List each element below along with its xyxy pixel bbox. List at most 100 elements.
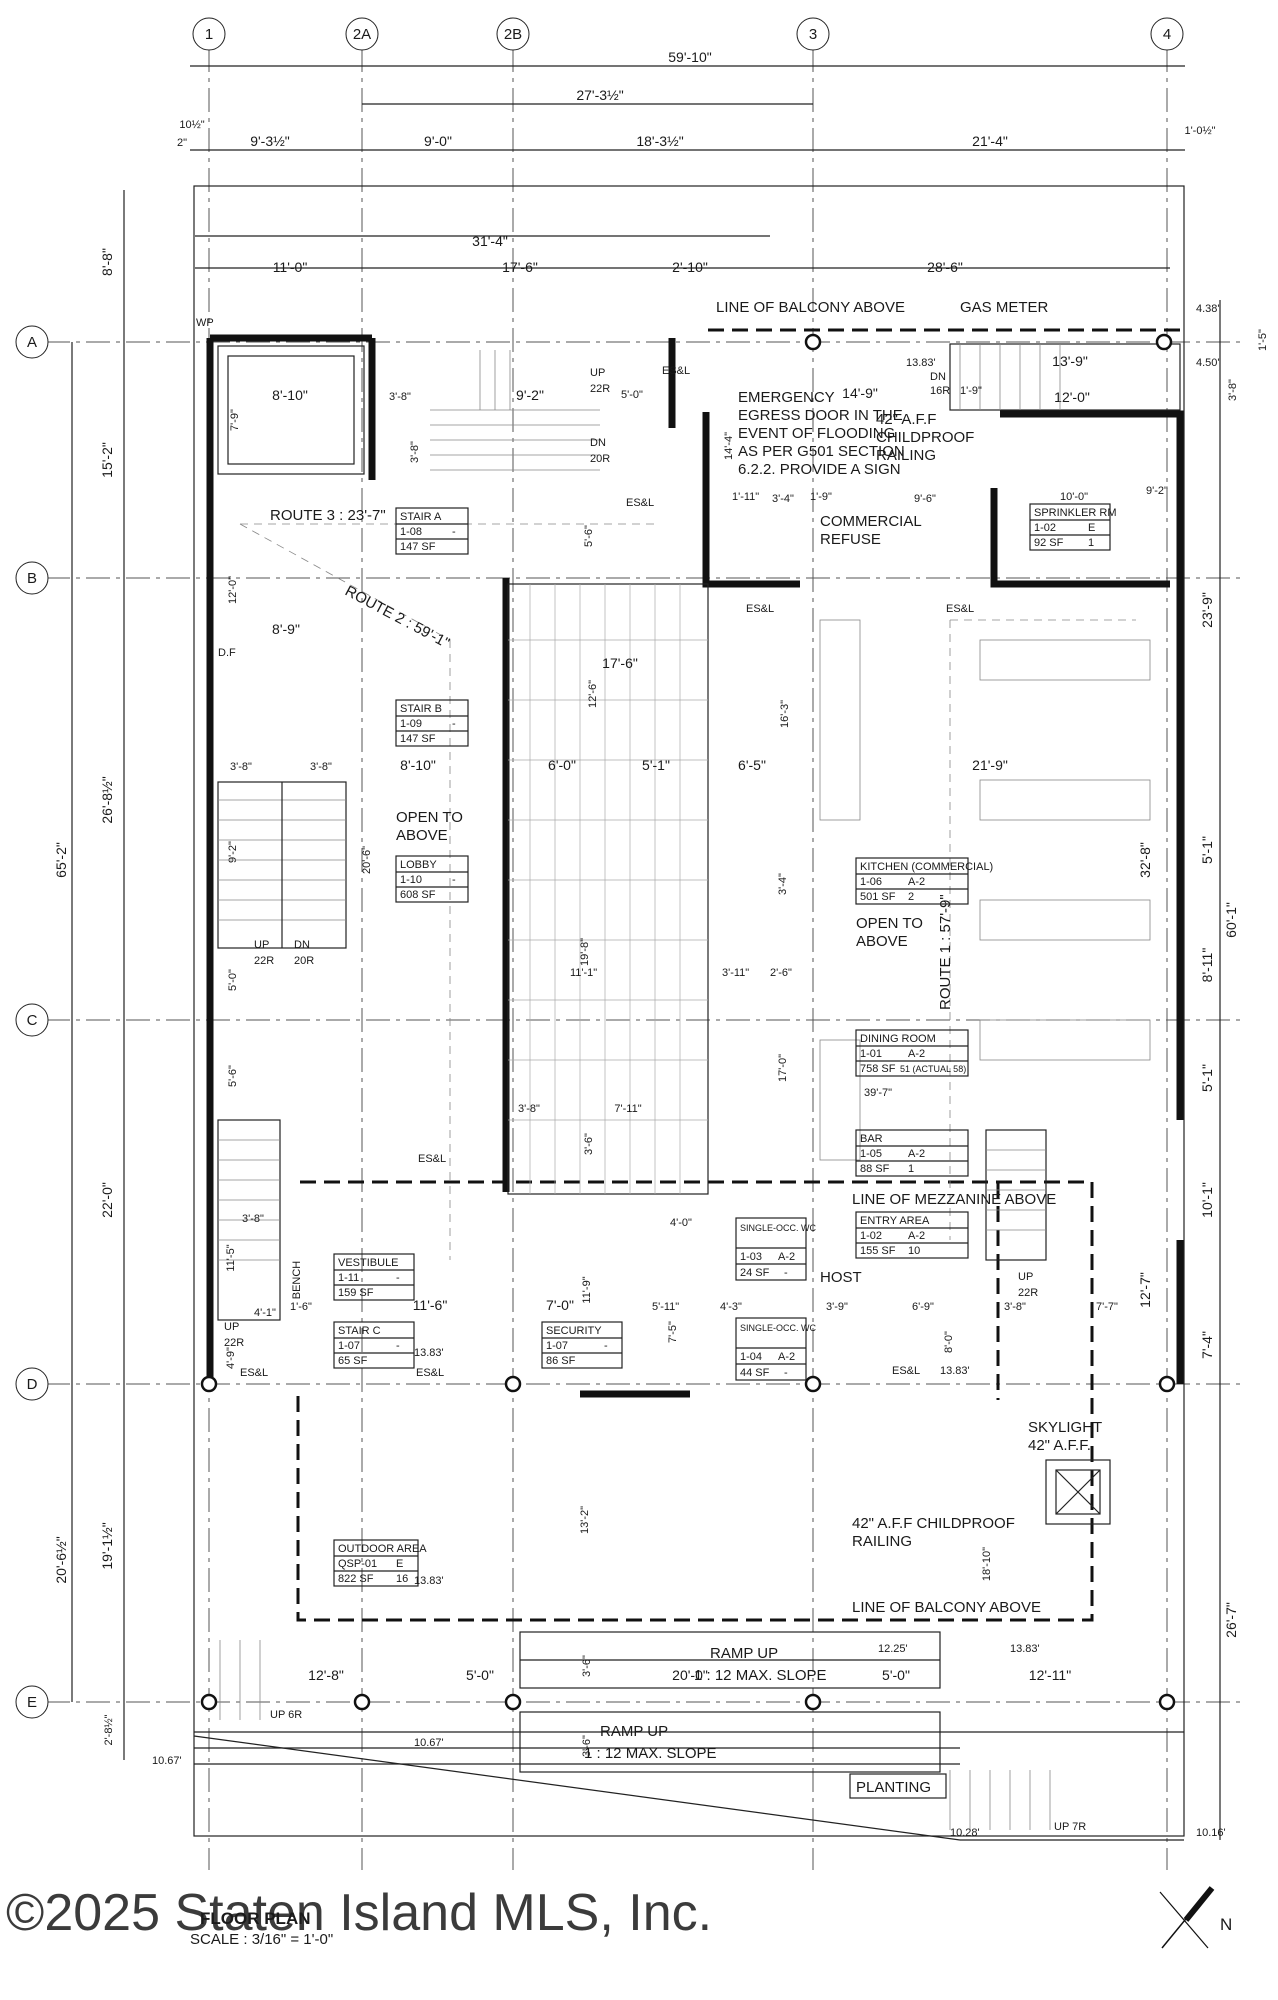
dim-11-5: 11'-5"	[225, 1244, 237, 1271]
up6r-label: UP 6R	[270, 1709, 302, 1721]
dim-3-8b: 3'-8"	[409, 441, 421, 463]
grid-col-3: 3	[809, 26, 817, 43]
entry-name: ENTRY AREA	[860, 1215, 930, 1227]
planting-label: PLANTING	[856, 1779, 931, 1796]
building-outline	[193, 185, 1185, 1841]
esl-7: ES&L	[416, 1367, 444, 1379]
row-grid: A B C D E	[15, 325, 1240, 1719]
dn-label-b: DN	[930, 371, 946, 383]
r16-label: 16R	[930, 385, 950, 397]
dim-2-6: 2'-6"	[770, 967, 792, 979]
outdoor-group: E	[396, 1558, 403, 1570]
dim-8-0: 8'-0"	[943, 1331, 955, 1353]
dim-6-0: 6'-0"	[548, 757, 576, 773]
open-above-2a: OPEN TO	[856, 915, 923, 932]
dim-top-seg1: 9'-3½"	[250, 133, 290, 149]
dim-5-0b: 5'-0"	[227, 969, 239, 991]
dim-7-11: 7'-11"	[614, 1103, 641, 1115]
dim-12-6: 12'-6"	[587, 680, 599, 708]
room-tag-stair-c: STAIR C 1-07 65 SF -	[333, 1321, 415, 1369]
railing-top-2: CHILDPROOF	[876, 429, 974, 446]
dim-3-8g: 3'-8"	[1004, 1301, 1026, 1313]
dim-12-8: 12'-8"	[308, 1667, 344, 1683]
lobby-name: LOBBY	[400, 859, 437, 871]
r22-label-a: 22R	[590, 383, 610, 395]
elev-10-67-b: 10.67'	[152, 1755, 182, 1767]
dim-8-9: 8'-9"	[272, 621, 300, 637]
dim-14-4: 14'-4"	[723, 432, 735, 460]
dining-id: 1-01	[860, 1048, 882, 1060]
outdoor-name: OUTDOOR AREA	[338, 1543, 427, 1555]
lobby-occ: -	[452, 874, 456, 886]
up-label-a: UP	[590, 367, 605, 379]
dim-right-8-11: 8'-11"	[1199, 948, 1215, 983]
skylight-1: SKYLIGHT	[1028, 1419, 1102, 1436]
dim-right-10-1: 10'-1"	[1199, 1182, 1215, 1218]
dim-16-3: 16'-3"	[779, 700, 791, 728]
grid-row-b: B	[27, 570, 37, 587]
balcony-bottom-label: LINE OF BALCONY ABOVE	[852, 1599, 1041, 1616]
dim-4-9: 4'-9"	[225, 1347, 237, 1369]
dim-right-1-5: 1'-5"	[1257, 329, 1269, 351]
security-name: SECURITY	[546, 1325, 602, 1337]
esl-2: ES&L	[626, 497, 654, 509]
dim-right-7-4: 7'-4"	[1199, 1331, 1215, 1359]
room-tag-stair-b: STAIR B 1-09 147 SF -	[395, 699, 469, 747]
sprinkler-id: 1-02	[1034, 522, 1056, 534]
grid-row-a: A	[27, 334, 37, 351]
dim-9-2b: 9'-2"	[1146, 485, 1168, 497]
elevator-stair-a: 8'-10" 7'-9" 3'-8" 9'-2" 3'-8" UP 22R DN…	[217, 345, 643, 475]
esl-5: ES&L	[240, 1367, 268, 1379]
dim-4-0: 4'-0"	[670, 1217, 692, 1229]
room-tag-dining: DINING ROOM 1-01 A-2 758 SF 51 (ACTUAL 5…	[855, 1029, 969, 1077]
dim-upper-31: 31'-4"	[472, 233, 508, 249]
dim-1-6: 1'-6"	[290, 1301, 312, 1313]
kitchen-occ: 2	[908, 891, 914, 903]
dim-5-11: 5'-11"	[652, 1301, 679, 1313]
dim-top-mid: 27'-3½"	[576, 87, 623, 103]
open-above-2b: ABOVE	[856, 933, 908, 950]
dim-5-6b: 5'-6"	[227, 1065, 239, 1087]
skylight-symbol	[1045, 1459, 1111, 1525]
dim-right-26-7: 26'-7"	[1223, 1602, 1239, 1638]
dim-top-seg2: 18'-3½"	[636, 133, 683, 149]
exterior-walls	[206, 334, 1184, 1398]
dim-top-seg3: 21'-4"	[972, 133, 1008, 149]
wc2-group: A-2	[778, 1351, 795, 1363]
dim-3-6c: 3'-6"	[581, 1735, 593, 1757]
dim-7-0: 7'-0"	[546, 1297, 574, 1313]
wc2-occ: -	[784, 1367, 788, 1379]
dim-3-8e: 3'-8"	[518, 1103, 540, 1115]
dim-left-65-2: 65'-2"	[53, 842, 69, 878]
entry-group: A-2	[908, 1230, 925, 1242]
up-label-d: UP	[1018, 1271, 1033, 1283]
security-id: 1-07	[546, 1340, 568, 1352]
dim-39-7: 39'-7"	[864, 1087, 892, 1099]
dim-3-6a: 3'-6"	[583, 1133, 595, 1155]
outdoor-area: 822 SF	[338, 1573, 374, 1585]
dim-12-0b: 12'-0"	[227, 576, 239, 604]
security-occ: -	[604, 1340, 608, 1352]
dim-right-12-7: 12'-7"	[1137, 1272, 1153, 1308]
dim-4-3: 4'-3"	[720, 1301, 742, 1313]
lobby-id: 1-10	[400, 874, 422, 886]
elev-4-50: 4.50'	[1196, 357, 1220, 369]
grid-col-2b: 2B	[504, 26, 522, 43]
railing-bottom-1: 42" A.F.F CHILDPROOF	[852, 1515, 1015, 1532]
room-tag-wc-1: SINGLE-OCC. WC 1-03 A-2 24 SF -	[735, 1217, 817, 1281]
sprinkler-area: 92 SF	[1034, 537, 1064, 549]
north-arrow-icon	[1159, 1886, 1215, 1949]
dim-4-1: 4'-1"	[254, 1307, 276, 1319]
railing-bottom-2: RAILING	[852, 1533, 912, 1550]
emergency-line4: AS PER G501 SECTION	[738, 443, 905, 460]
grid-row-d: D	[27, 1376, 38, 1393]
elev-13-83-top: 13.83'	[906, 357, 936, 369]
dim-7-5: 7'-5"	[667, 1321, 679, 1343]
up-label-b: UP	[254, 939, 269, 951]
ramp-up-2: RAMP UP	[600, 1723, 668, 1740]
route1-label: ROUTE 1 : 57'-9"	[937, 894, 954, 1010]
dim-9-2c: 9'-2"	[227, 841, 239, 863]
grid-row-e: E	[27, 1694, 37, 1711]
ramp-slope-2: 1 : 12 MAX. SLOPE	[584, 1745, 717, 1762]
entry-occ: 10	[908, 1245, 920, 1257]
